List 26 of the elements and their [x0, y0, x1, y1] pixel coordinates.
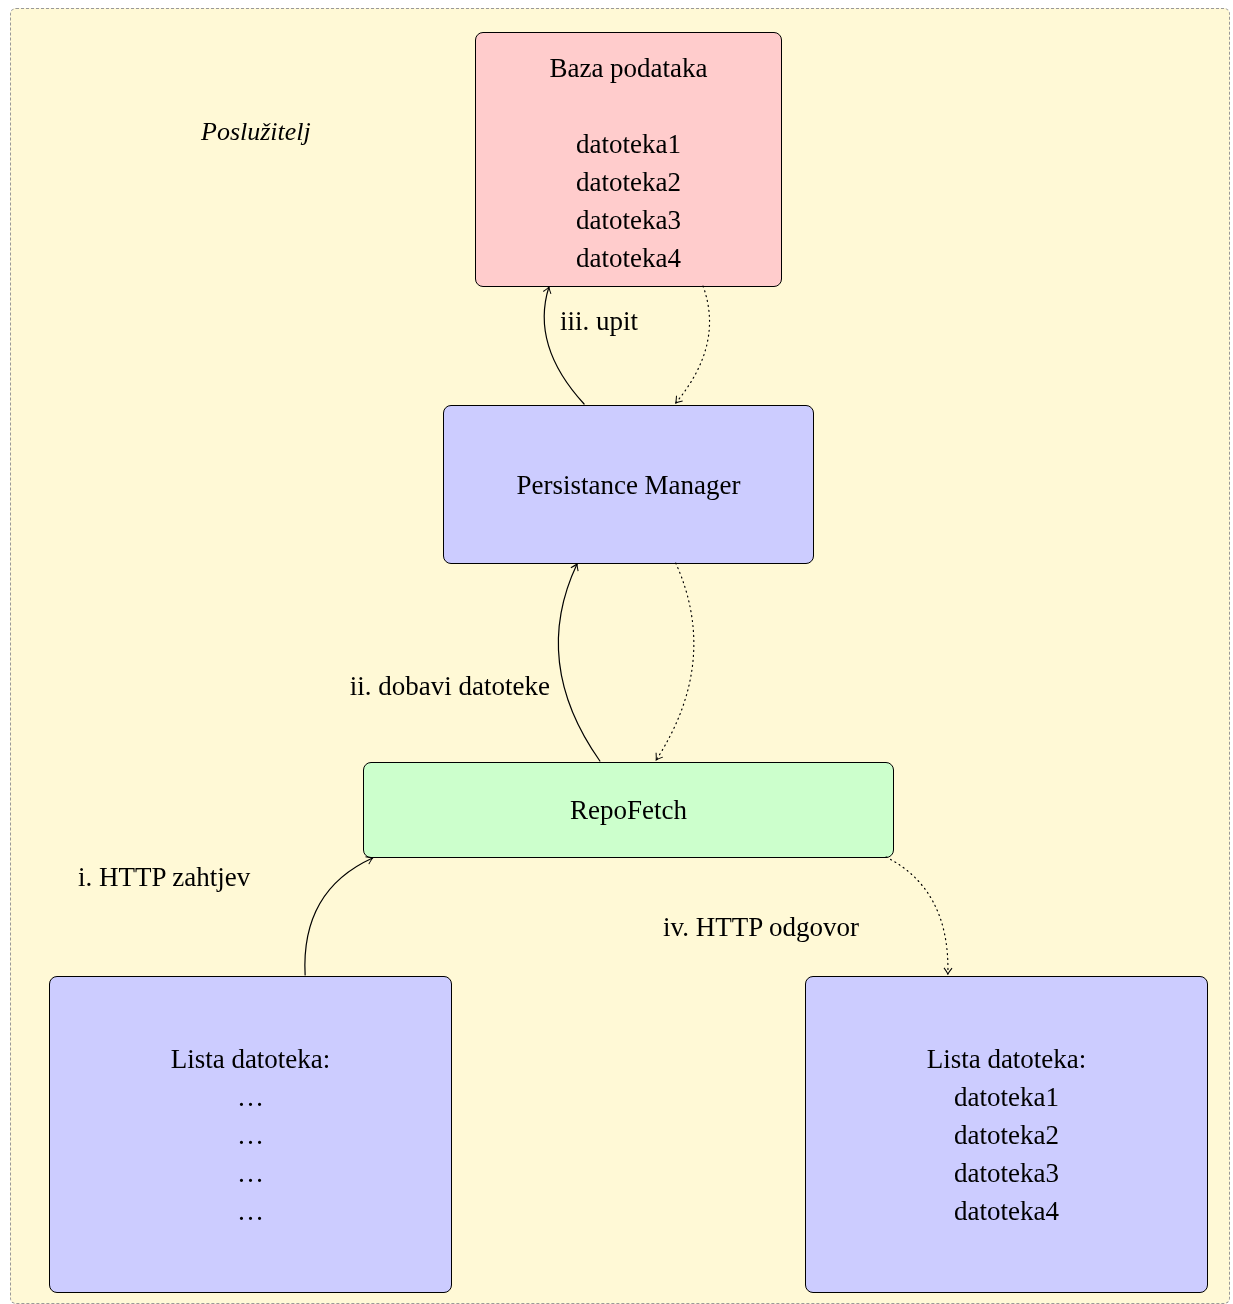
box-title: Persistance Manager — [516, 468, 741, 502]
list-item: datoteka3 — [954, 1156, 1059, 1190]
edge-label: iv. HTTP odgovor — [663, 914, 859, 941]
process-box — [475, 32, 782, 287]
box-title: Lista datoteka: — [926, 1042, 1087, 1076]
list-item: datoteka1 — [954, 1080, 1059, 1114]
edge-label: i. HTTP zahtjev — [78, 864, 251, 891]
list-item: datoteka3 — [576, 204, 681, 237]
list-item: … — [237, 1118, 264, 1152]
list-item: datoteka2 — [576, 166, 681, 199]
list-item: datoteka1 — [576, 128, 681, 161]
process-box — [363, 762, 894, 858]
list-item: datoteka2 — [954, 1118, 1059, 1152]
list-item: … — [237, 1080, 264, 1114]
process-box — [805, 976, 1208, 1293]
region-label: Poslužitelj — [201, 119, 311, 145]
list-item: … — [237, 1156, 264, 1190]
process-box — [49, 976, 452, 1293]
list-item: datoteka4 — [576, 242, 681, 275]
box-title: Lista datoteka: — [170, 1042, 331, 1076]
server-region — [10, 8, 1230, 1304]
list-item: datoteka4 — [954, 1194, 1059, 1228]
process-box — [443, 405, 814, 564]
list-item: … — [237, 1194, 264, 1228]
box-title: RepoFetch — [570, 794, 687, 827]
box-title: Baza podataka — [549, 52, 708, 85]
